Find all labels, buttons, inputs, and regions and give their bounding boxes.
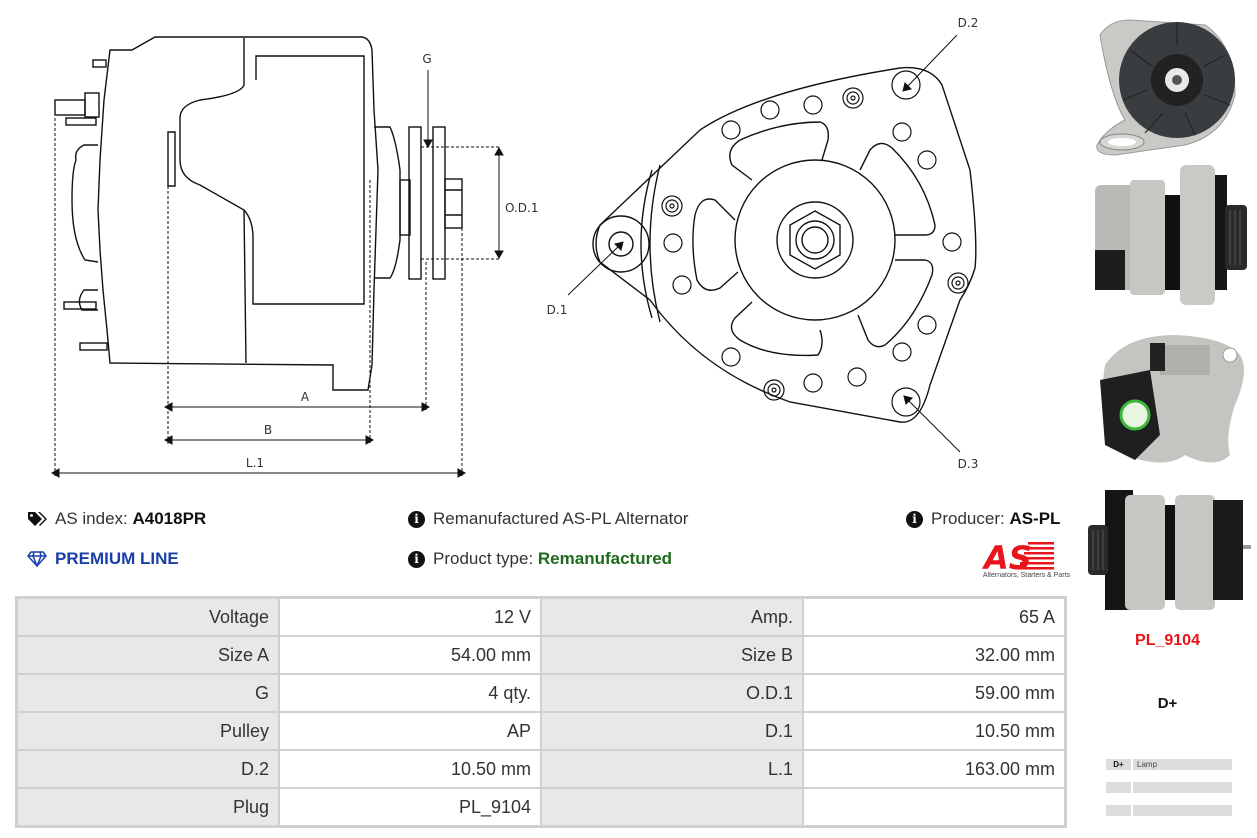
label-g: G [422,52,431,66]
spec-key: Plug [17,788,279,826]
premium-line-label: PREMIUM LINE [55,549,179,568]
producer: i Producer: AS-PL [906,509,1060,529]
plug-terminal: D+ [1157,695,1178,712]
label-a: A [301,390,310,404]
spec-value: AP [279,712,542,750]
spec-value: 32.00 mm [803,636,1065,674]
plug-code[interactable]: PL_9104 [1135,632,1200,649]
as-logo-mark: AS [981,539,1054,577]
side-view-diagram: G O.D.1 A B L.1 [50,36,538,478]
pin-function [1133,805,1232,816]
as-index-value: A4018PR [132,509,207,528]
spec-value: 59.00 mm [803,674,1065,712]
product-type-label: Product type: [433,549,534,568]
spec-value: 12 V [279,598,542,636]
product-type: i Product type: Remanufactured [408,549,672,569]
plug-pin-table: D+Lamp [1106,759,1232,828]
spec-value: 54.00 mm [279,636,542,674]
pin-function: Lamp [1133,759,1232,770]
pin-function [1133,782,1232,793]
pin-row: D+Lamp [1106,759,1232,770]
pin-row [1106,805,1232,816]
spec-key: L.1 [541,750,803,788]
spec-value: PL_9104 [279,788,542,826]
premium-line[interactable]: PREMIUM LINE [27,549,179,569]
spec-key: Size B [541,636,803,674]
description-text: Remanufactured AS-PL Alternator [433,509,689,528]
spec-value [803,788,1065,826]
description: i Remanufactured AS-PL Alternator [408,509,688,529]
front-view-diagram: D.2 D.3 D.1 [547,16,979,471]
spec-value: 4 qty. [279,674,542,712]
spec-key: Pulley [17,712,279,750]
pin-name [1106,805,1131,816]
as-index-label: AS index: [55,509,128,528]
spec-key: Amp. [541,598,803,636]
spec-key: Size A [17,636,279,674]
producer-value: AS-PL [1009,509,1061,528]
info-icon: i [408,510,425,528]
spec-key: D.2 [17,750,279,788]
photo-rear[interactable] [1085,325,1255,475]
pin-name [1106,782,1131,793]
spec-key: Voltage [17,598,279,636]
logo-text: AS [981,539,1032,572]
pin-row [1106,782,1232,793]
spec-key [541,788,803,826]
spec-value: 65 A [803,598,1065,636]
spec-value: 10.50 mm [279,750,542,788]
label-l1: L.1 [246,456,264,470]
label-od1: O.D.1 [505,201,538,215]
photo-side-left[interactable] [1085,160,1255,310]
photo-side-right[interactable] [1085,485,1255,615]
tags-icon [27,511,47,527]
logo-tagline: Alternators, Starters & Parts [982,572,1070,579]
pin-name: D+ [1106,759,1131,770]
label-b: B [264,423,272,437]
label-d1: D.1 [547,303,568,317]
photo-front[interactable] [1085,5,1255,160]
producer-label: Producer: [931,509,1005,528]
label-d3: D.3 [958,457,979,471]
spec-key: O.D.1 [541,674,803,712]
spec-key: D.1 [541,712,803,750]
product-type-value: Remanufactured [537,549,673,568]
info-icon: i [408,550,425,568]
info-icon: i [906,510,923,528]
as-index: AS index: A4018PR [27,509,206,529]
spec-value: 10.50 mm [803,712,1065,750]
spec-key: G [17,674,279,712]
as-pl-logo: AS Alternators, Starters & Parts [962,538,1070,584]
spec-value: 163.00 mm [803,750,1065,788]
label-d2: D.2 [958,16,979,30]
diamond-icon [27,551,47,567]
